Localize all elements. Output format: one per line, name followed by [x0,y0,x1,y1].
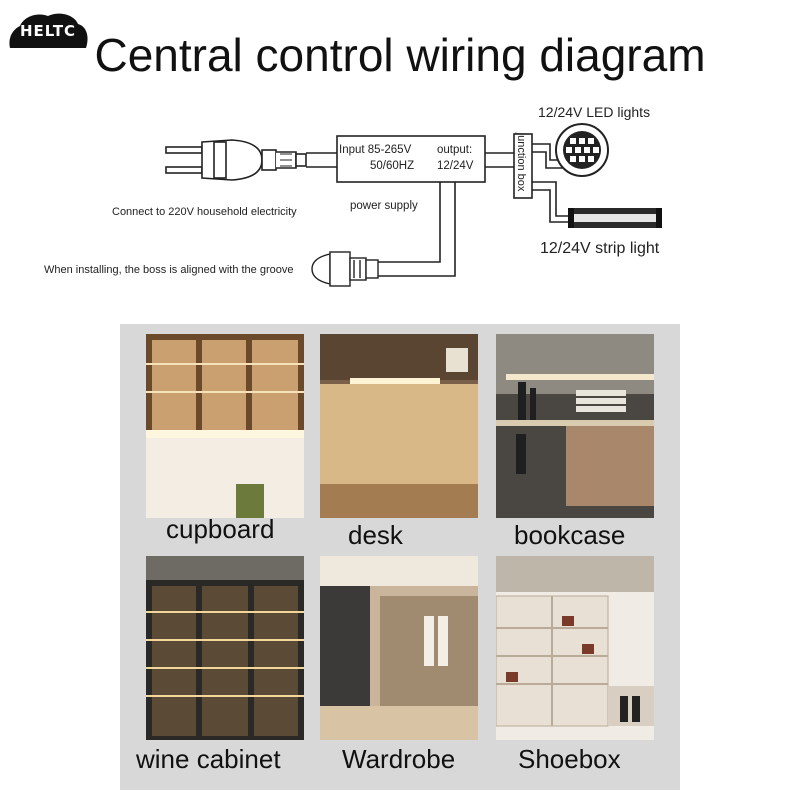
power-supply-label: power supply [350,200,418,212]
power-output-voltage: 12/24V [437,160,474,172]
power-freq-label: 50/60HZ [370,160,415,172]
caption-bookcase: bookcase [514,520,626,550]
wine-cabinet-photo [146,556,304,740]
sensor-label: When installing, the boss is aligned wit… [44,264,294,276]
wiring-diagram: Connect to 220V household electricity Wh… [0,90,800,300]
junction-box-label: junction box [515,132,527,192]
strip-light-label: 12/24V strip light [540,240,660,257]
junction-box [513,133,533,199]
power-input-label: Input 85-265V [339,144,412,156]
strip-light-icon [568,208,662,228]
brand-logo-text: HELTC [19,22,77,40]
cupboard-photo [146,334,304,518]
desk-photo [320,334,478,518]
led-lights-label: 12/24V LED lights [538,104,651,120]
brand-logo-icon [9,13,88,48]
caption-shoebox: Shoebox [518,744,621,774]
wardrobe-photo [320,556,478,740]
caption-wine-cabinet: wine cabinet [136,744,281,774]
power-output-label: output: [437,144,473,156]
plug-label: Connect to 220V household electricity [112,206,297,218]
application-gallery: cupboard desk bookcase [120,324,680,790]
power-supply-box [336,135,486,183]
caption-cupboard: cupboard [166,514,275,544]
led-light-icon [555,123,609,177]
bookcase-photo [496,334,654,518]
caption-wardrobe: Wardrobe [342,744,456,774]
shoebox-photo [496,556,654,740]
sensor-icon [311,251,379,287]
wiring-lines [165,123,662,287]
plug-icon [165,139,307,181]
caption-desk: desk [348,520,403,550]
page-title: Central control wiring diagram [94,29,706,81]
